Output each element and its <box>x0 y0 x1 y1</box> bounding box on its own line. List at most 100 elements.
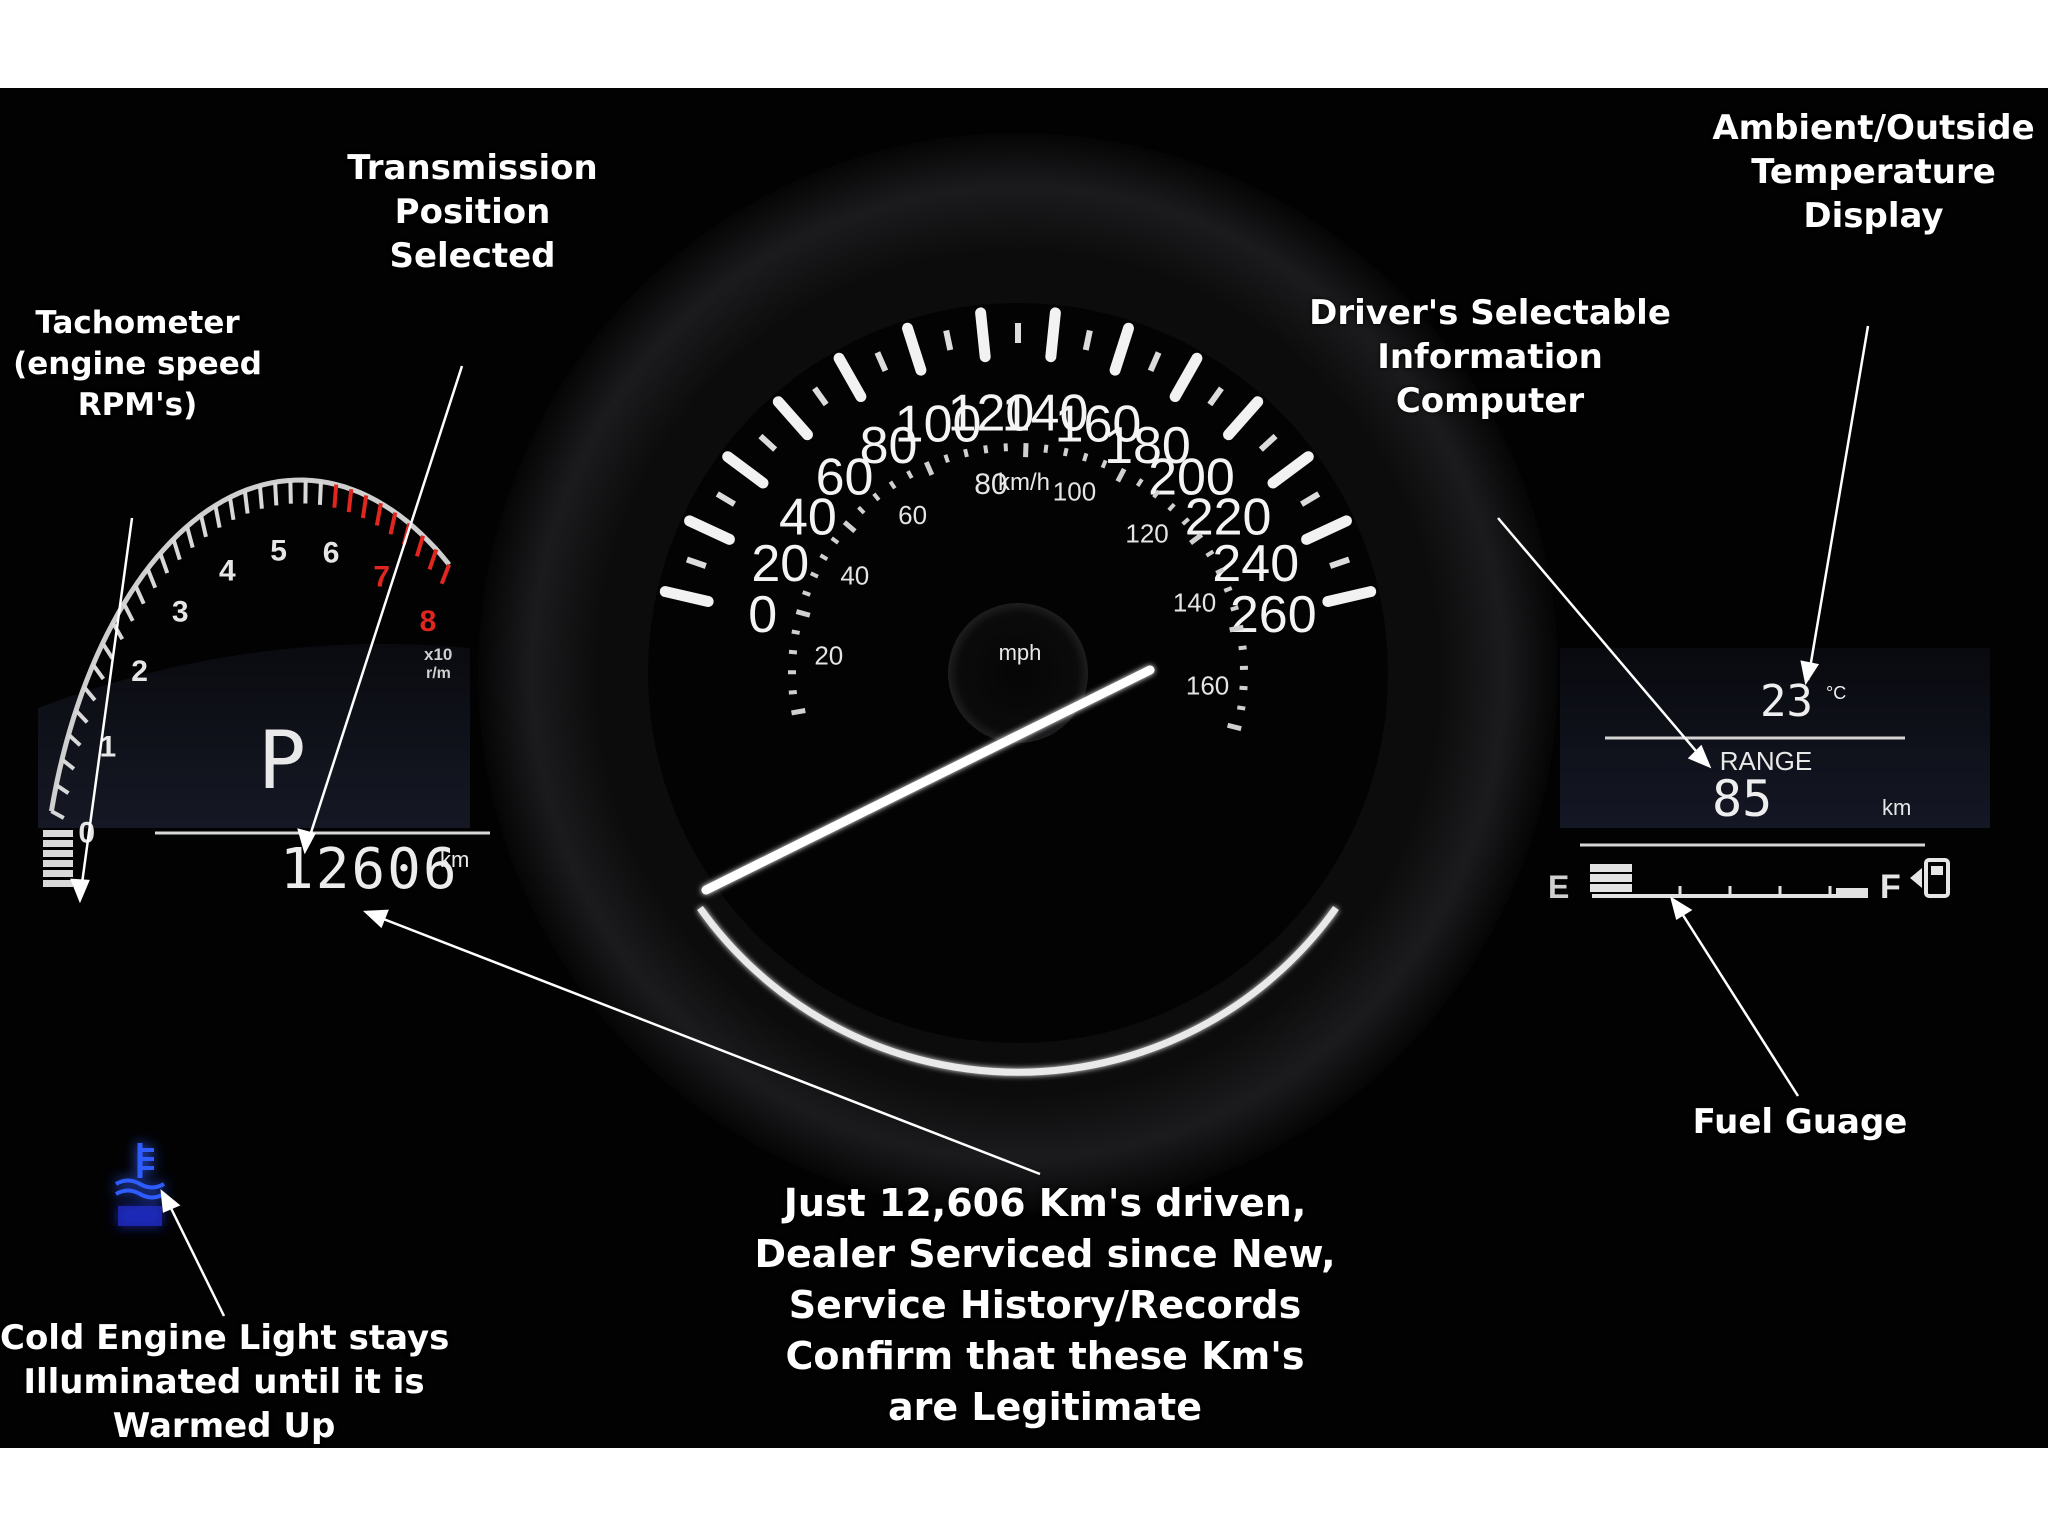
information-computer-annotation: Driver's Selectable Information Computer <box>1300 291 1680 423</box>
odometer-annotation-line: Dealer Serviced since New, <box>754 1232 1336 1276</box>
kmh-tick-label: 60 <box>816 449 874 507</box>
mph-tick <box>943 454 950 463</box>
mph-tick-label: 100 <box>1053 477 1096 507</box>
kmh-tick-label: 160 <box>1055 395 1142 453</box>
temperature-value: 23 <box>1760 676 1813 727</box>
tachometer-tick <box>145 568 158 589</box>
cold-engine-annotation-line: Cold Engine Light stays <box>0 1318 450 1358</box>
mph-tick <box>791 708 806 716</box>
mph-tick <box>857 505 866 515</box>
tachometer-tick <box>133 584 146 605</box>
kmh-major-tick <box>722 451 769 489</box>
kmh-major-tick <box>659 586 714 607</box>
kmh-minor-tick <box>943 329 954 351</box>
tachometer-tick <box>60 757 76 771</box>
mph-tick-label: 40 <box>840 561 869 591</box>
mph-tick <box>1226 722 1242 732</box>
mph-tick <box>1238 645 1247 651</box>
tachometer-unit-top: x10 <box>424 645 452 664</box>
mph-tick <box>1062 447 1069 457</box>
mph-tick <box>1135 478 1144 488</box>
kmh-major-tick <box>1169 352 1203 403</box>
fuel-gauge-annotation: Fuel Guage <box>1650 1100 1950 1144</box>
mph-tick <box>788 649 798 655</box>
tachometer-tick-label: 6 <box>323 537 340 570</box>
ambient-annotation-line: Temperature <box>1751 152 1996 192</box>
tachometer-tick <box>273 482 279 506</box>
cold-engine-annotation-line: Warmed Up <box>112 1406 336 1446</box>
transmission-annotation-line: Selected <box>389 236 556 276</box>
fuel-gauge <box>1590 864 1868 898</box>
mph-tick <box>1215 567 1225 575</box>
tachometer-annotation-line: RPM's) <box>77 387 198 423</box>
odometer-value: 12606 <box>280 837 459 902</box>
ambient-annotation-line: Display <box>1803 196 1944 236</box>
kmh-tick-label: 20 <box>751 535 809 593</box>
odometer-annotation-line: Service History/Records <box>788 1283 1302 1327</box>
kmh-tick-label: 180 <box>1104 417 1191 475</box>
mph-tick <box>1229 624 1244 633</box>
tachometer-tick <box>439 563 451 585</box>
mph-tick-label: 60 <box>898 500 927 530</box>
kmh-major-tick <box>684 515 735 545</box>
mph-tick <box>1205 549 1215 558</box>
mph-tick-label: 140 <box>1173 588 1216 618</box>
kmh-major-tick <box>833 352 867 403</box>
computer-annotation-line: Driver's Selectable <box>1309 293 1671 333</box>
kmh-tick-label: 80 <box>860 417 918 475</box>
odometer-annotation-line: Confirm that these Km's <box>785 1334 1305 1378</box>
computer-annotation-line: Information <box>1377 337 1603 377</box>
tachometer-tick-label: 1 <box>100 730 117 763</box>
mph-tick-label: 160 <box>1186 671 1229 701</box>
gear-indicator: P <box>258 714 306 807</box>
kmh-major-tick <box>1322 586 1377 607</box>
tachometer-tick-label: 7 <box>373 561 390 594</box>
kmh-minor-tick <box>758 433 778 452</box>
kmh-major-tick <box>772 396 813 441</box>
tachometer-tick <box>213 505 222 528</box>
odometer-unit: km <box>440 847 469 872</box>
rpm-bar-graph <box>43 830 73 887</box>
tachometer-tick <box>317 481 323 505</box>
kmh-minor-tick <box>1082 329 1093 351</box>
fuel-empty-mark: E <box>1548 869 1569 905</box>
tachometer-tick <box>414 535 425 557</box>
mph-tick <box>888 480 897 490</box>
mph-tick <box>1043 444 1049 453</box>
mph-tick <box>1181 517 1190 526</box>
mph-tick-label: 120 <box>1125 519 1168 549</box>
tachometer-tick <box>346 488 354 513</box>
kmh-tick-label: 200 <box>1148 449 1235 507</box>
kmh-minor-tick <box>685 556 707 569</box>
mph-tick <box>809 571 819 579</box>
kmh-tick-label: 260 <box>1230 586 1317 644</box>
mph-tick <box>795 609 811 618</box>
odometer-annotation-line: are Legitimate <box>888 1385 1202 1429</box>
cold-engine-annotation-line: Illuminated until it is <box>23 1362 425 1402</box>
mph-tick <box>1230 605 1239 612</box>
kmh-major-tick <box>975 307 991 363</box>
transmission-annotation: Transmission Position Selected <box>340 146 605 278</box>
mph-tick <box>1082 452 1089 462</box>
speedometer-outer-ring <box>697 905 1339 1076</box>
mph-tick <box>830 536 840 545</box>
temperature-unit: °C <box>1826 683 1846 703</box>
tachometer-tick <box>199 514 208 538</box>
mph-tick <box>1152 489 1161 499</box>
mph-tick <box>1115 467 1127 483</box>
kmh-minor-tick <box>1300 491 1321 507</box>
tachometer-tick <box>374 502 383 526</box>
tachometer-tick-label: 3 <box>172 595 189 628</box>
fuel-pump-icon <box>1910 858 1950 898</box>
mph-tick <box>1100 459 1108 469</box>
computer-annotation-line: Computer <box>1395 381 1585 421</box>
mph-tick-label: 20 <box>814 640 843 670</box>
mph-tick <box>1167 502 1176 512</box>
tachometer-tick-label: 4 <box>219 554 236 587</box>
tachometer-tick <box>257 485 264 509</box>
kmh-minor-tick <box>1207 386 1224 407</box>
kmh-tick-label: 120 <box>948 384 1035 442</box>
tachometer-tick-label: 5 <box>270 534 287 567</box>
range-label: RANGE <box>1720 746 1812 776</box>
